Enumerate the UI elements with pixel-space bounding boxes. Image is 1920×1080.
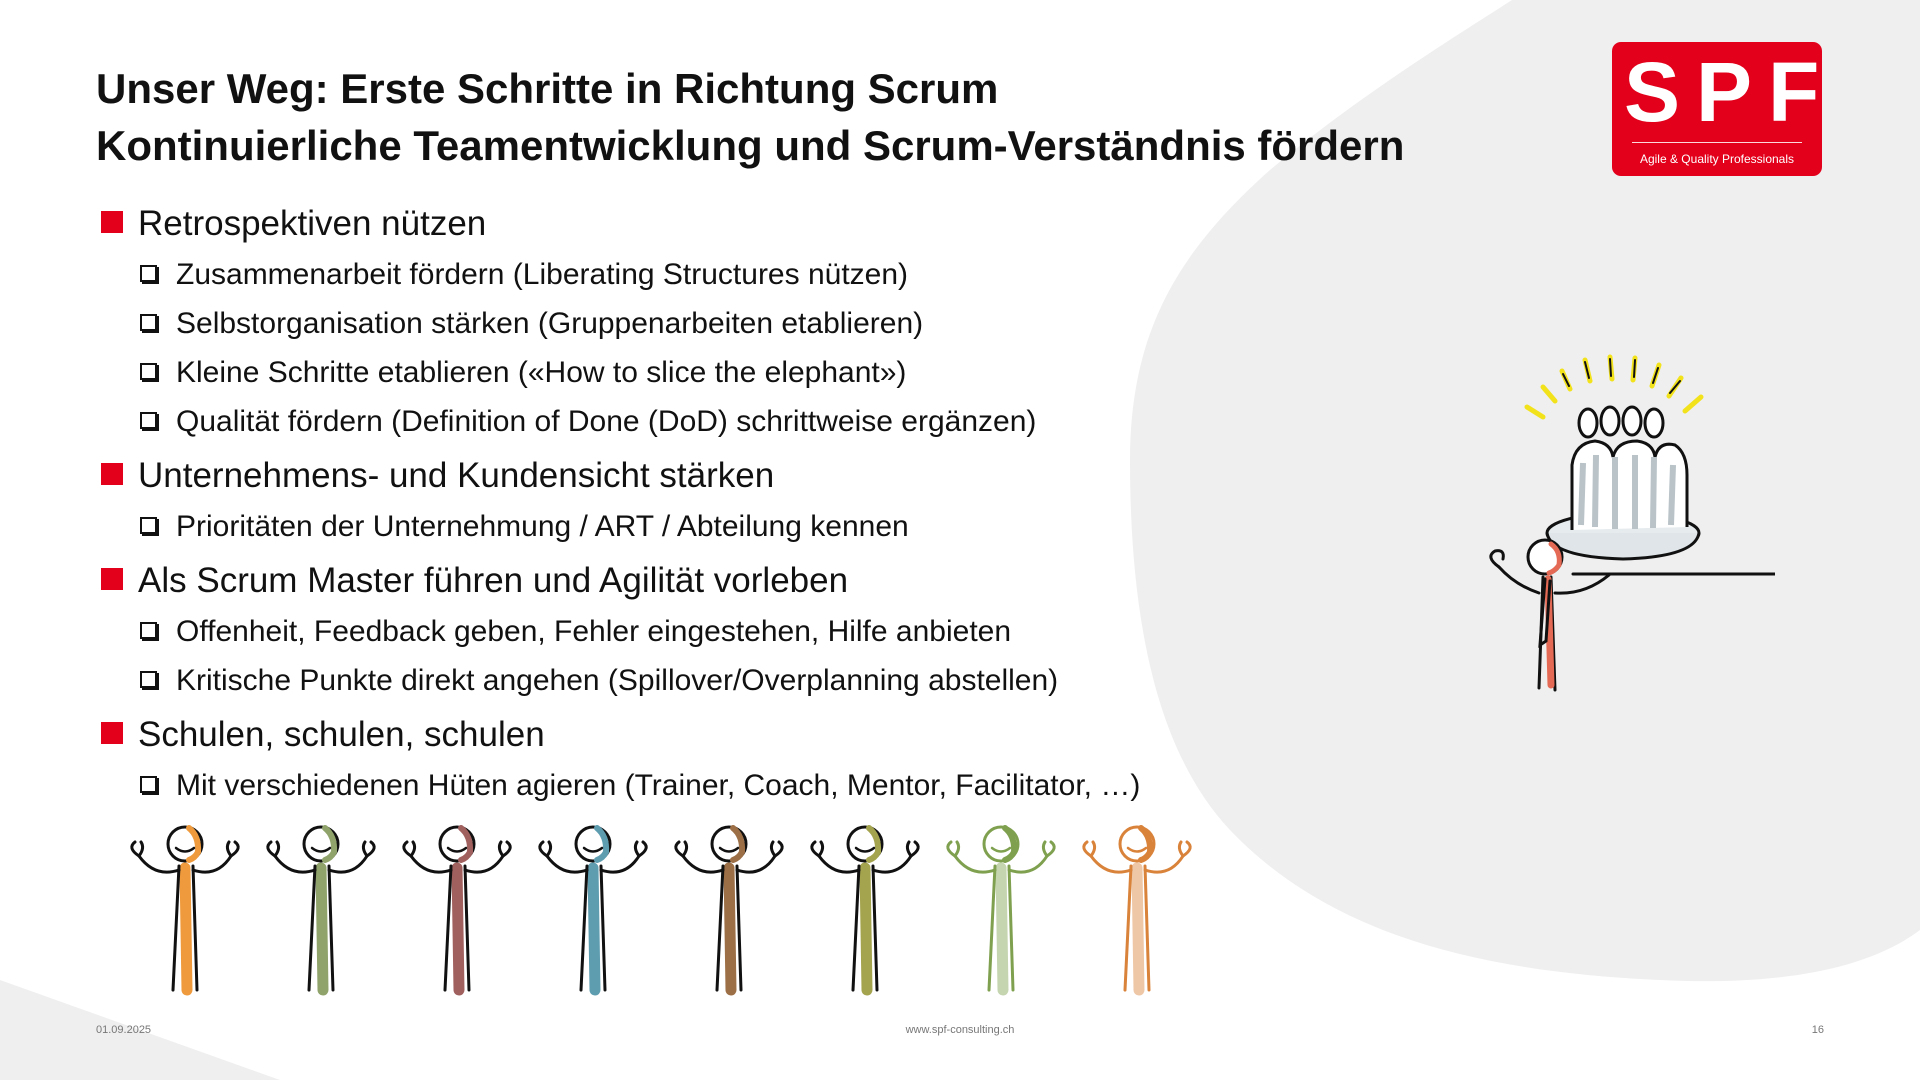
cheering-person-figure	[538, 825, 648, 996]
bullet-item: Unternehmens- und Kundensicht stärken	[100, 450, 1320, 502]
sub-bullet-item: Prioritäten der Unternehmung / ART / Abt…	[100, 502, 1320, 551]
bullet-item: Retrospektiven nützen	[100, 198, 1320, 250]
checkbox-icon	[140, 363, 157, 380]
sub-bullet-item: Qualität fördern (Definition of Done (Do…	[100, 397, 1320, 446]
sub-bullet-text: Selbstorganisation stärken (Gruppenarbei…	[176, 307, 924, 340]
cheering-person-figure	[130, 825, 240, 996]
title-line-1: Unser Weg: Erste Schritte in Richtung Sc…	[96, 65, 999, 112]
spf-logo: SPF Agile & Quality Professionals	[1612, 42, 1822, 176]
sub-bullet-item: Zusammenarbeit fördern (Liberating Struc…	[100, 250, 1320, 299]
title-line-2: Kontinuierliche Teamentwicklung und Scru…	[96, 122, 1405, 169]
sparkle-rays-outline	[1562, 358, 1681, 394]
logo-tagline: Agile & Quality Professionals	[1639, 152, 1795, 166]
footer-url: www.spf-consulting.ch	[905, 1024, 1015, 1036]
checkbox-icon	[140, 412, 157, 429]
red-square-icon	[101, 722, 123, 744]
checkbox-icon	[140, 265, 157, 282]
bullet-text: Unternehmens- und Kundensicht stärken	[138, 456, 775, 495]
sub-bullet-text: Prioritäten der Unternehmung / ART / Abt…	[176, 510, 909, 543]
presenter-with-cake-illustration	[1489, 354, 1775, 692]
logo-divider	[1632, 142, 1802, 143]
cheering-person-figure	[402, 825, 512, 996]
bullet-text: Als Scrum Master führen und Agilität vor…	[138, 561, 849, 600]
sub-bullet-item: Selbstorganisation stärken (Gruppenarbei…	[100, 299, 1320, 348]
footer-page-number: 16	[1811, 1024, 1824, 1036]
cheering-person-figure	[810, 825, 920, 996]
bullet-item: Schulen, schulen, schulen	[100, 709, 1320, 761]
sub-bullet-text: Zusammenarbeit fördern (Liberating Struc…	[176, 258, 909, 291]
cheering-people-illustration	[130, 825, 1192, 996]
sub-bullet-item: Mit verschiedenen Hüten agieren (Trainer…	[100, 761, 1320, 810]
sub-bullet-text: Qualität fördern (Definition of Done (Do…	[176, 405, 1037, 438]
sub-bullet-text: Mit verschiedenen Hüten agieren (Trainer…	[176, 769, 1141, 802]
footer-date: 01.09.2025	[96, 1024, 152, 1036]
checkbox-icon	[140, 517, 157, 534]
bullet-item: Als Scrum Master führen und Agilität vor…	[100, 555, 1320, 607]
checkbox-icon	[140, 314, 157, 331]
red-square-icon	[101, 211, 123, 233]
sub-bullet-item: Kritische Punkte direkt angehen (Spillov…	[100, 656, 1320, 705]
bullet-text: Retrospektiven nützen	[138, 204, 487, 243]
slide-title: Unser Weg: Erste Schritte in Richtung Sc…	[96, 60, 1404, 174]
presenter-figure	[1489, 538, 1775, 692]
red-square-icon	[101, 463, 123, 485]
checkbox-icon	[140, 776, 157, 793]
cheering-person-figure	[1082, 825, 1192, 996]
red-square-icon	[101, 568, 123, 590]
checkbox-icon	[140, 622, 157, 639]
sub-bullet-item: Kleine Schritte etablieren («How to slic…	[100, 348, 1320, 397]
sub-bullet-text: Offenheit, Feedback geben, Fehler einges…	[176, 615, 1012, 648]
cheering-person-figure	[266, 825, 376, 996]
cake-icon	[1545, 405, 1701, 561]
sub-bullet-text: Kleine Schritte etablieren («How to slic…	[176, 356, 907, 389]
cheering-person-figure	[946, 825, 1056, 996]
sub-bullet-item: Offenheit, Feedback geben, Fehler einges…	[100, 607, 1320, 656]
logo-letters: SPF	[1624, 45, 1836, 139]
cheering-person-figure	[674, 825, 784, 996]
sub-bullet-text: Kritische Punkte direkt angehen (Spillov…	[176, 664, 1059, 697]
bullet-list: Retrospektiven nützen Zusammenarbeit för…	[100, 198, 1320, 810]
bullet-text: Schulen, schulen, schulen	[138, 715, 545, 754]
checkbox-icon	[140, 671, 157, 688]
